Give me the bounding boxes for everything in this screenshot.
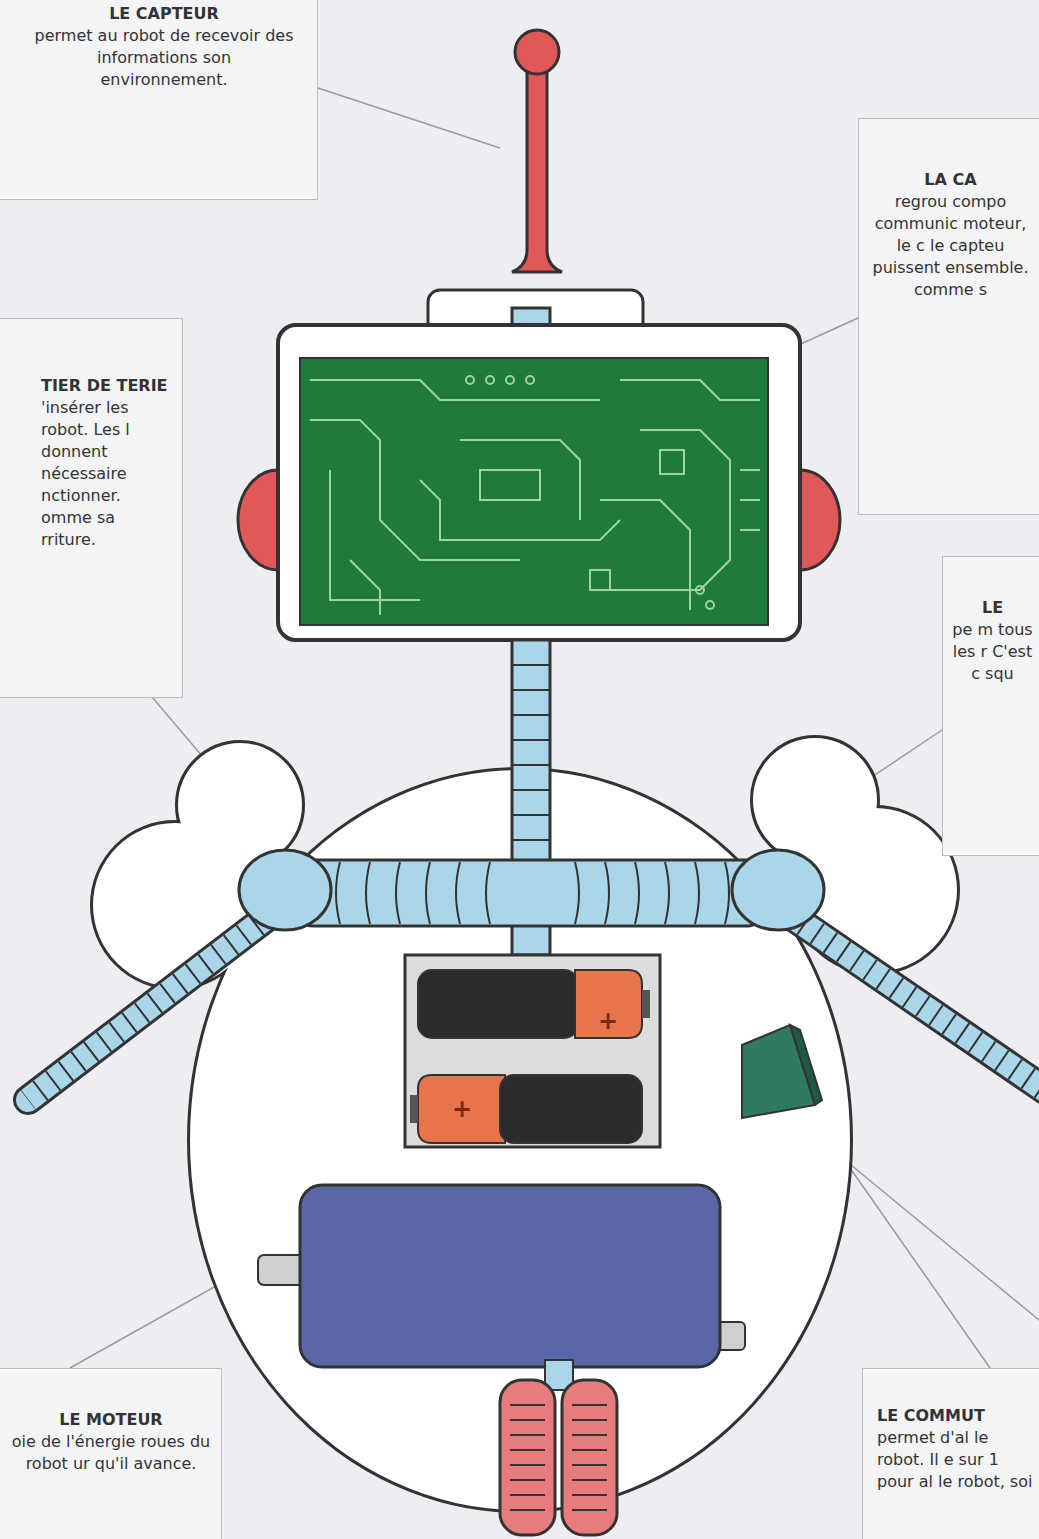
battery-holder-part xyxy=(500,1075,642,1143)
circuit-traces-part xyxy=(480,470,540,500)
head xyxy=(238,290,840,640)
circuit-traces-part xyxy=(706,601,714,609)
circuit-traces-part xyxy=(526,376,534,384)
callout-heading: LE MOTEUR xyxy=(9,1409,213,1431)
neck-part xyxy=(512,640,550,865)
wheels-part xyxy=(510,1405,607,1510)
circuit-traces-part xyxy=(330,470,420,600)
circuit-traces-part xyxy=(350,560,380,615)
head-part xyxy=(800,470,840,570)
circuit-traces-part xyxy=(460,440,580,520)
wheels-part xyxy=(500,1380,555,1535)
circuit-traces-part xyxy=(620,380,760,400)
callout-box: LA CAregrou compo communic moteur, le c … xyxy=(858,118,1039,515)
battery-holder xyxy=(405,955,660,1147)
wheels xyxy=(500,1360,617,1535)
callout-text: 'insérer les robot. Les l donnent nécess… xyxy=(41,397,174,551)
body-fill-part xyxy=(178,743,302,867)
arms-part xyxy=(300,860,760,926)
callout-text: oie de l'énergie roues du robot ur qu'il… xyxy=(9,1431,213,1475)
callout-text: permet d'al le robot. Il e sur 1 pour al… xyxy=(877,1427,1034,1493)
switch-part xyxy=(790,1025,822,1105)
callout-heading: LE xyxy=(949,597,1036,619)
polarity-sign: + xyxy=(598,1007,618,1035)
callout-heading: LE CAPTEUR xyxy=(31,3,297,25)
circuit-traces-part xyxy=(696,586,704,594)
leader-line-part xyxy=(318,88,500,148)
leader-line-part xyxy=(845,1160,1039,1320)
callout-text: permet au robot de recevoir des informat… xyxy=(31,25,297,91)
motor xyxy=(258,1185,745,1367)
circuit-traces-part xyxy=(600,500,690,610)
battery-holder-part xyxy=(418,1075,505,1143)
neck-part xyxy=(512,925,550,955)
callout-box: LE CAPTEURpermet au robot de recevoir de… xyxy=(0,0,318,200)
polarity-sign: + xyxy=(452,1095,472,1123)
arms-part xyxy=(336,862,729,924)
circuit-traces-part xyxy=(600,430,730,590)
body-outline-part xyxy=(178,743,302,867)
arms-part xyxy=(790,915,1039,1090)
circuit-traces-part xyxy=(590,570,610,590)
circuit-traces xyxy=(310,376,760,615)
neck-part xyxy=(512,665,550,840)
arms-part xyxy=(790,915,1039,1090)
switch xyxy=(742,1025,822,1118)
head-part xyxy=(278,325,800,640)
battery-holder-part xyxy=(575,970,642,1038)
antenna-part xyxy=(515,30,559,74)
callout-box: TIER DE TERIE'insérer les robot. Les l d… xyxy=(0,318,183,698)
battery-holder-part xyxy=(410,1095,418,1123)
circuit-traces-part xyxy=(486,376,494,384)
battery-holder-part xyxy=(418,970,578,1038)
circuit-traces-part xyxy=(660,450,684,474)
body-outline-part xyxy=(753,738,877,862)
circuit-traces-part xyxy=(506,376,514,384)
arms-part xyxy=(732,850,824,930)
battery-holder-part xyxy=(642,990,650,1018)
circuit-traces-part xyxy=(466,376,474,384)
circuit-traces-part xyxy=(310,380,600,400)
callout-heading: LE COMMUT xyxy=(877,1405,1034,1427)
arms-part xyxy=(239,850,331,930)
callout-box: LEpe m tous les r C'est c squ xyxy=(942,556,1039,856)
callout-box: LE MOTEURoie de l'énergie roues du robot… xyxy=(0,1368,222,1539)
circuit-traces-part xyxy=(420,480,620,540)
callout-text: regrou compo communic moteur, le c le ca… xyxy=(869,191,1032,301)
wheels-part xyxy=(562,1380,617,1535)
head-part xyxy=(238,470,278,570)
motor-part xyxy=(300,1185,720,1367)
circuit-traces-part xyxy=(740,470,760,530)
battery-holder-part xyxy=(405,955,660,1147)
antenna xyxy=(512,30,562,272)
head-part xyxy=(300,358,768,625)
antenna-part xyxy=(512,72,562,272)
body-fill-part xyxy=(753,738,877,862)
callout-text: pe m tous les r C'est c squ xyxy=(949,619,1036,685)
arms-part xyxy=(790,915,1039,1090)
callout-box: LE COMMUTpermet d'al le robot. Il e sur … xyxy=(862,1368,1039,1539)
callout-heading: TIER DE TERIE xyxy=(41,375,174,397)
callout-heading: LA CA xyxy=(869,169,1032,191)
arms-part xyxy=(28,915,270,1100)
arms-part xyxy=(28,915,270,1100)
arms-part xyxy=(28,915,270,1100)
